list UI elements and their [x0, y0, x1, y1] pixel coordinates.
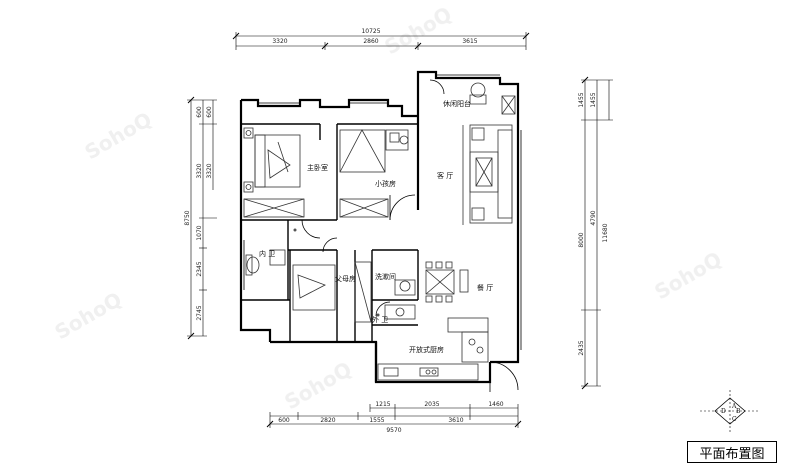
dim-bottom-outer-1: 600	[278, 417, 290, 424]
dim-right-mid-1: 4790	[590, 210, 597, 225]
dim-right-top-2: 1455	[590, 92, 597, 107]
dim-bottom-outer-3: 1555	[369, 417, 384, 424]
dim-left-inner-2: 3320	[206, 163, 213, 178]
dim-right-mid-2: 8000	[578, 232, 585, 247]
dim-bottom-inner-2: 2035	[424, 401, 439, 408]
compass-rose: A D B C	[700, 390, 760, 432]
dim-top-1: 3320	[272, 38, 287, 45]
drawing-title: 平面布置图	[687, 441, 777, 463]
compass-c: C	[732, 416, 737, 423]
door-swings	[301, 79, 519, 392]
decor-dots	[293, 228, 380, 317]
dim-bottom-total: 9570	[386, 427, 401, 434]
dimension-lines	[187, 32, 613, 428]
room-label-living-room: 客 厅	[437, 171, 453, 180]
watermark: SohoQ	[651, 247, 726, 304]
dim-bottom-inner-3: 1460	[488, 401, 503, 408]
dim-bottom-outer-4: 3610	[448, 417, 463, 424]
room-label-kids-room: 小孩房	[375, 179, 396, 188]
dim-top-3: 3615	[462, 38, 477, 45]
room-label-parents-room: 父母房	[335, 274, 356, 283]
room-label-inner-bath: 内 卫	[259, 249, 275, 258]
room-label-kitchen: 开放式厨房	[409, 345, 444, 354]
walls	[239, 70, 520, 384]
watermark: SohoQ	[81, 107, 156, 164]
dim-top-2: 2860	[363, 38, 378, 45]
dimension-ticks	[187, 32, 589, 428]
compass-d: D	[721, 408, 726, 415]
watermark: SohoQ	[381, 2, 456, 59]
compass-a: A	[731, 403, 737, 410]
dim-left-1: 600	[196, 106, 203, 118]
dim-right-top-1: 1455	[578, 92, 585, 107]
dim-bottom-outer-2: 2820	[320, 417, 335, 424]
dim-right-low: 2435	[578, 340, 585, 355]
dim-left-inner-1: 600	[206, 106, 213, 118]
room-label-leisure-balcony: 休闲阳台	[443, 99, 471, 108]
dim-left-total: 8750	[184, 210, 191, 225]
dim-bottom-inner-1: 1215	[375, 401, 390, 408]
furniture	[243, 82, 516, 381]
dim-left-5: 2745	[196, 305, 203, 320]
watermark: SohoQ	[281, 357, 356, 414]
windows	[243, 74, 522, 350]
dim-left-4: 2345	[196, 261, 203, 276]
dim-left-2: 3320	[196, 163, 203, 178]
dim-left-3: 1070	[196, 225, 203, 240]
watermark: SohoQ	[51, 287, 126, 344]
dim-right-outer: 11680	[602, 223, 609, 242]
room-label-master-bedroom: 主卧室	[307, 163, 328, 172]
room-label-dining: 餐 厅	[477, 283, 493, 292]
dim-top-total: 10725	[361, 28, 380, 35]
partitions	[241, 123, 419, 342]
room-label-laundry: 洗漱间	[375, 272, 396, 281]
room-label-outer-bath: 外 卫	[372, 315, 388, 324]
compass-b: B	[736, 408, 741, 415]
